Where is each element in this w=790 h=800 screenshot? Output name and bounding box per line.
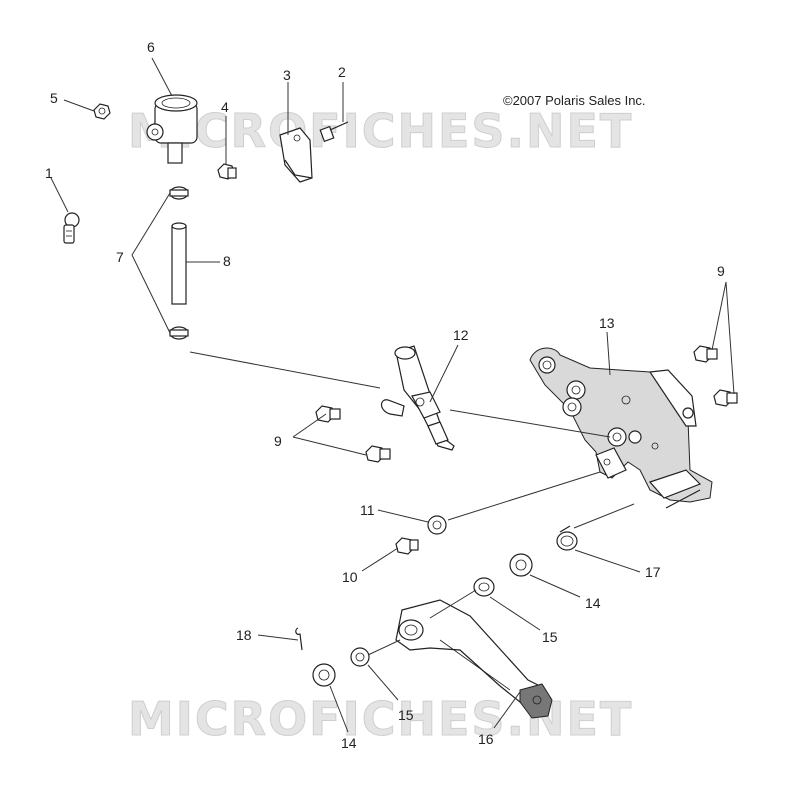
part-6-reservoir (146, 94, 198, 164)
leader-9b-1 (292, 413, 327, 438)
part-16-brake-pedal (395, 599, 553, 719)
callout-18: 18 (236, 627, 252, 643)
callout-14-left: 14 (341, 735, 357, 751)
callout-17: 17 (645, 564, 661, 580)
copyright-text: ©2007 Polaris Sales Inc. (503, 93, 646, 108)
part-17-spring (556, 525, 578, 551)
leader-13 (606, 331, 611, 376)
leader-15a-route (429, 589, 477, 619)
callout-11: 11 (360, 502, 375, 518)
part-1-fitting (63, 212, 80, 244)
callout-6: 6 (147, 39, 155, 55)
leader-1 (50, 177, 69, 213)
callout-14-right: 14 (585, 595, 601, 611)
part-13-pedal-bracket (529, 347, 713, 509)
callout-2: 2 (338, 64, 346, 80)
part-8-hose (171, 222, 187, 305)
part-4-bolt (217, 163, 237, 180)
leader-12-route (449, 409, 611, 438)
callout-8: 8 (223, 253, 231, 269)
leader-18 (257, 634, 299, 641)
leader-15a (489, 596, 541, 631)
part-9-bolt-right-b (713, 389, 738, 407)
part-7-clamp-top (169, 186, 189, 200)
part-9-bolt-left-b (365, 445, 391, 463)
leader-11 (377, 509, 429, 523)
leader-7a (131, 192, 171, 256)
leader-11-route (447, 471, 601, 521)
callout-5: 5 (50, 90, 58, 106)
leader-17-route (573, 503, 635, 529)
watermark-top: MICROFICHES.NET (128, 104, 633, 158)
part-18-cotter-pin (295, 627, 303, 651)
part-3-bracket (279, 127, 313, 183)
leader-15b-route (367, 639, 401, 656)
callout-3: 3 (283, 67, 291, 83)
leader-14b (329, 685, 349, 733)
callout-1: 1 (45, 165, 53, 181)
callout-13: 13 (599, 315, 615, 331)
callout-7: 7 (116, 249, 124, 265)
watermark-bottom: MICROFICHES.NET (128, 692, 633, 746)
callout-10: 10 (342, 569, 358, 585)
leader-hose-route (189, 351, 381, 389)
leader-9a-2 (725, 281, 735, 395)
callout-9-right: 9 (717, 263, 725, 279)
part-15-bushing-right (473, 577, 495, 597)
part-7-clamp-bottom (169, 326, 189, 340)
leader-17 (574, 549, 641, 573)
leader-12 (429, 344, 459, 403)
part-9-bolt-left-a (315, 405, 341, 423)
part-2-pin (319, 121, 349, 143)
leader-9a-1 (711, 281, 727, 351)
part-12-master-cylinder (380, 345, 455, 451)
part-15-bushing-left (350, 647, 370, 667)
part-14-washer-right (509, 553, 533, 577)
callout-4: 4 (221, 99, 229, 115)
callout-9-left: 9 (274, 433, 282, 449)
callout-15-left: 15 (398, 707, 414, 723)
leader-9b-2 (292, 436, 367, 456)
leader-16 (493, 691, 521, 729)
leader-10 (361, 547, 399, 572)
callout-15-right: 15 (542, 629, 558, 645)
leader-7b (131, 254, 171, 334)
part-10-bolt (395, 537, 419, 555)
part-9-bolt-right-a (693, 345, 718, 363)
callout-12: 12 (453, 327, 469, 343)
part-11-washer (427, 515, 447, 535)
leader-6 (151, 57, 173, 97)
leader-5 (63, 99, 95, 112)
callout-16: 16 (478, 731, 494, 747)
leader-15b (367, 664, 399, 701)
leader-14a (529, 574, 581, 598)
part-5-nut (93, 103, 111, 120)
part-14-washer-left (312, 663, 336, 687)
